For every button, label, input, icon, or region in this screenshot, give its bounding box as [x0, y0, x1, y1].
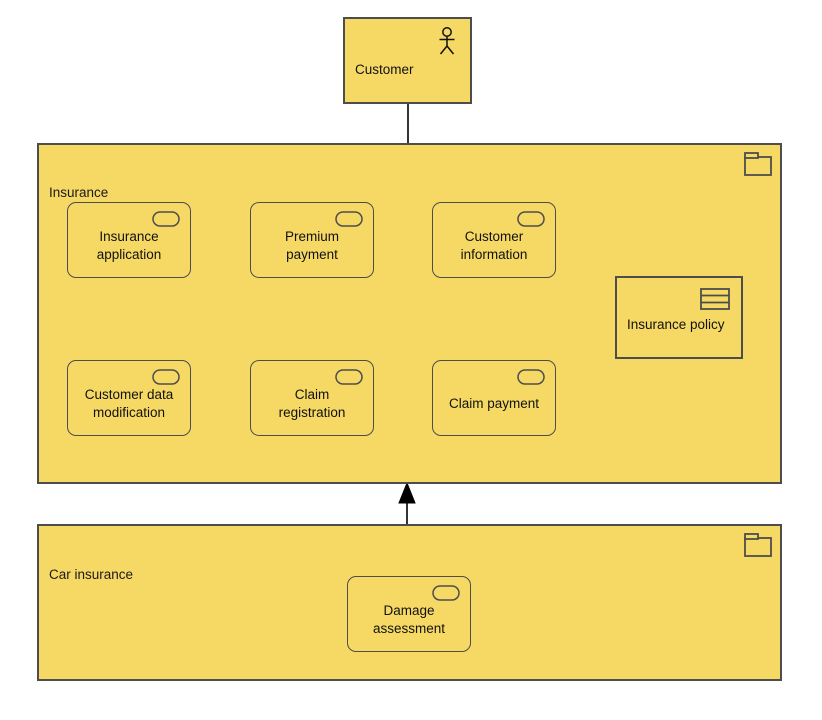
business-service-icon [152, 211, 180, 227]
business-actor-customer[interactable]: Customer [343, 17, 472, 104]
business-object-icon [700, 288, 730, 310]
business-service-label: Claim registration [278, 387, 346, 420]
business-object-insurance-policy[interactable]: Insurance policy [615, 276, 743, 359]
business-service-customer-information[interactable]: Customer information [432, 202, 556, 278]
business-object-label: Insurance policy [627, 317, 725, 332]
grouping-folder-icon [744, 152, 772, 176]
business-service-icon [152, 369, 180, 385]
grouping-insurance-label: Insurance [49, 185, 109, 200]
business-actor-label: Customer [355, 62, 414, 77]
business-service-icon [517, 369, 545, 385]
business-service-icon [335, 369, 363, 385]
business-service-claim-registration[interactable]: Claim registration [250, 360, 374, 436]
business-service-label: Insurance application [96, 229, 162, 262]
business-service-customer-data-modification[interactable]: Customer data modification [67, 360, 191, 436]
grouping-car-insurance[interactable]: Car insurance Damage assessment [37, 524, 782, 681]
business-service-label: Customer information [460, 229, 528, 262]
grouping-folder-icon [744, 533, 772, 557]
grouping-insurance[interactable]: Insurance Insurance application Premium … [37, 143, 782, 484]
grouping-car-insurance-label: Car insurance [49, 567, 134, 582]
business-service-claim-payment[interactable]: Claim payment [432, 360, 556, 436]
business-service-icon [517, 211, 545, 227]
business-service-label: Claim payment [448, 396, 540, 412]
business-service-damage-assessment[interactable]: Damage assessment [347, 576, 471, 652]
specialization-arrowhead-icon [398, 481, 416, 504]
business-service-icon [335, 211, 363, 227]
business-actor-icon [437, 27, 457, 57]
business-service-label: Damage assessment [372, 603, 446, 636]
business-service-premium-payment[interactable]: Premium payment [250, 202, 374, 278]
business-service-insurance-application[interactable]: Insurance application [67, 202, 191, 278]
business-service-icon [432, 585, 460, 601]
business-service-label: Customer data modification [84, 387, 174, 420]
business-service-label: Premium payment [284, 229, 339, 262]
